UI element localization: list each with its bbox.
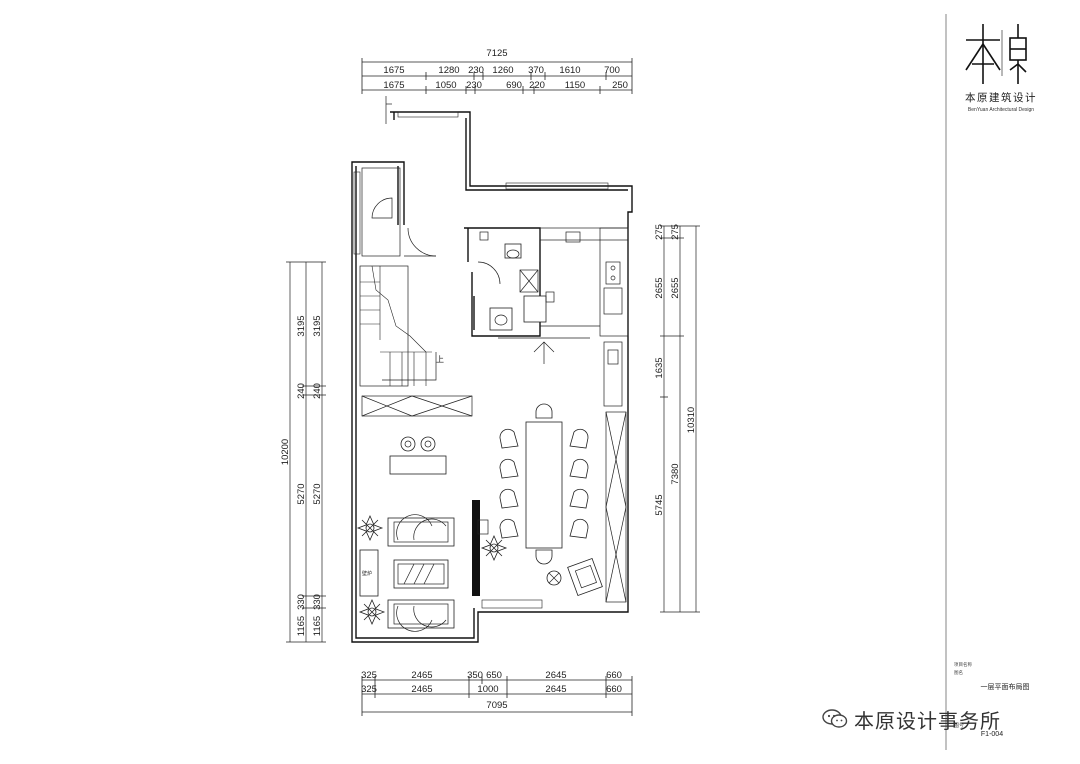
bottom-dim-1-3: 350 bbox=[467, 670, 483, 681]
stair-up-label: 上 bbox=[436, 355, 444, 364]
top-dim-2-7: 250 bbox=[612, 80, 628, 91]
right-dim-1-4: 5745 bbox=[654, 494, 665, 515]
plant-icon bbox=[358, 599, 386, 625]
left-dim-1-1: 3195 bbox=[296, 315, 307, 336]
top-dim-2-5: 220 bbox=[529, 80, 545, 91]
drawing-title: 一层平面布局图 bbox=[980, 683, 1030, 691]
fireplace-label: 壁炉 bbox=[362, 571, 373, 577]
left-dim-1-4: 330 bbox=[296, 594, 307, 610]
drawing-number-label: 图号 bbox=[954, 723, 965, 729]
window-strips bbox=[353, 111, 609, 609]
right-dimensions: 275 2655 1635 5745 275 2655 7380 10310 bbox=[654, 224, 700, 613]
right-dim-2-2: 2655 bbox=[670, 277, 681, 298]
fridge bbox=[523, 295, 547, 323]
potted-plants bbox=[356, 515, 508, 625]
dining-chair bbox=[535, 549, 553, 565]
top-dim-2-4: 690 bbox=[506, 80, 522, 91]
wall-cabinet bbox=[605, 411, 627, 603]
bottom-dim-2-4: 2645 bbox=[545, 684, 566, 695]
bar-counter bbox=[389, 436, 447, 475]
drawing-number: F1-004 bbox=[980, 731, 1004, 738]
brand-logo-mark bbox=[965, 24, 1027, 84]
right-dim-2-3: 7380 bbox=[670, 463, 681, 484]
plant-icon bbox=[356, 515, 384, 541]
left-dim-1-2: 240 bbox=[296, 383, 307, 399]
side-table bbox=[546, 570, 562, 586]
left-total-dim: 10200 bbox=[280, 439, 291, 465]
bottom-dim-2-5: 660 bbox=[606, 684, 622, 695]
dining-table bbox=[525, 421, 563, 549]
wechat-icon bbox=[822, 709, 848, 728]
top-dim-1-2: 1280 bbox=[438, 65, 459, 76]
top-dim-1-3: 230 bbox=[468, 65, 484, 76]
dining-set bbox=[499, 403, 589, 565]
tv-wall bbox=[472, 500, 480, 596]
right-dim-1-1: 275 bbox=[654, 224, 665, 240]
right-dim-1-2: 2655 bbox=[654, 277, 665, 298]
left-dim-2-5: 1165 bbox=[312, 616, 323, 636]
left-dimensions: 10200 3195 240 5270 330 1165 3195 240 52… bbox=[280, 261, 326, 643]
top-dim-2-6: 1150 bbox=[565, 80, 585, 91]
direction-arrow bbox=[533, 341, 555, 364]
top-dim-2-1: 1675 bbox=[383, 80, 404, 91]
brand-name: 本原建筑设计 bbox=[965, 92, 1037, 104]
bottom-dim-2-1: 325 bbox=[361, 684, 377, 695]
fireplace-unit bbox=[359, 549, 379, 597]
top-dim-1-6: 1610 bbox=[559, 65, 580, 76]
plant-icon bbox=[480, 535, 508, 561]
staircase bbox=[359, 265, 437, 387]
top-dim-1-5: 370 bbox=[528, 65, 544, 76]
entrance-porch bbox=[361, 167, 401, 257]
left-dim-2-2: 240 bbox=[312, 383, 323, 399]
left-dim-1-5: 1165 bbox=[296, 616, 307, 636]
top-dim-1-4: 1260 bbox=[492, 65, 513, 76]
watermark-text: 本原设计事务所 bbox=[854, 708, 1001, 733]
watermark: 本原设计事务所 bbox=[822, 704, 1001, 734]
top-dim-2-3: 230 bbox=[466, 80, 482, 91]
left-dim-2-4: 330 bbox=[312, 594, 323, 610]
bottom-dim-1-1: 325 bbox=[361, 670, 377, 681]
left-dim-2-3: 5270 bbox=[312, 483, 323, 504]
bottom-dimensions: 325 2465 350 650 2645 660 325 2465 1000 … bbox=[361, 670, 633, 716]
bottom-dim-1-6: 660 bbox=[606, 670, 622, 681]
drawing-name-label: 图名 bbox=[954, 671, 963, 676]
left-dim-2-1: 3195 bbox=[312, 315, 323, 336]
top-total-dim: 7125 bbox=[486, 48, 507, 59]
armchair bbox=[567, 557, 603, 597]
bottom-dim-1-2: 2465 bbox=[411, 670, 432, 681]
right-dim-1-3: 1635 bbox=[654, 357, 665, 378]
top-dimensions: 7125 1675 1280 230 1260 370 1610 700 167… bbox=[361, 48, 633, 94]
bottom-total-dim: 7095 bbox=[486, 700, 507, 711]
top-dim-2-2: 1050 bbox=[435, 80, 456, 91]
bathroom bbox=[464, 227, 541, 337]
right-total-dim: 10310 bbox=[686, 407, 697, 433]
front-door-swing bbox=[407, 227, 437, 257]
dining-chair bbox=[535, 403, 553, 419]
bottom-dim-2-3: 1000 bbox=[477, 684, 498, 695]
kitchen bbox=[498, 227, 629, 407]
left-dim-1-3: 5270 bbox=[296, 483, 307, 504]
bottom-dim-2-2: 2465 bbox=[411, 684, 432, 695]
coffee-table bbox=[393, 559, 449, 589]
project-label: 项目名称 bbox=[954, 663, 972, 668]
top-dim-1-1: 1675 bbox=[383, 65, 404, 76]
stool bbox=[400, 436, 416, 452]
storage-cabinet bbox=[361, 395, 473, 417]
bottom-dim-1-5: 2645 bbox=[545, 670, 566, 681]
right-dim-2-1: 275 bbox=[670, 224, 681, 240]
bottom-dim-1-4: 650 bbox=[486, 670, 502, 681]
exterior-walls bbox=[351, 96, 633, 643]
brand-subtitle: BenYuan Architectural Design bbox=[967, 107, 1035, 113]
washbasin bbox=[489, 307, 513, 331]
top-dim-1-7: 700 bbox=[604, 65, 620, 76]
living-room bbox=[359, 500, 489, 632]
stool bbox=[420, 436, 436, 452]
